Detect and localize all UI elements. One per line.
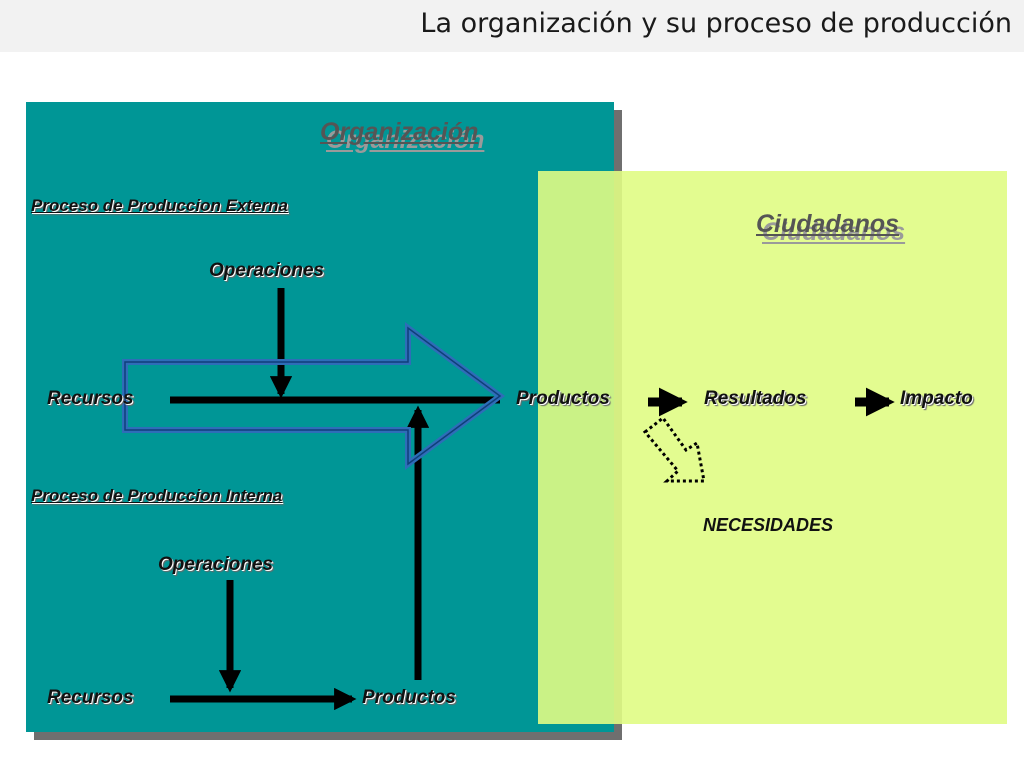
needs-label: NECESIDADES — [703, 515, 834, 535]
title-bar: La organización y su proceso de producci… — [0, 0, 1024, 52]
results-label: Resultados — [704, 388, 807, 409]
citizens-heading: Ciudadanos — [756, 210, 900, 238]
citizens-box — [538, 171, 1007, 724]
external-resources-label: Recursos — [47, 388, 134, 409]
internal-operations-label: Operaciones — [158, 554, 274, 575]
dotted-down-arrow-icon — [642, 415, 706, 483]
impact-label: Impacto — [900, 388, 973, 409]
hollow-right-arrow-icon — [122, 322, 506, 470]
internal-resources-label: Recursos — [47, 687, 134, 708]
internal-process-label: Proceso de Produccion Interna — [31, 486, 283, 505]
external-process-label: Proceso de Produccion Externa — [31, 196, 288, 215]
organization-heading: Organización — [320, 118, 479, 146]
internal-products-label: Productos — [362, 687, 456, 708]
external-products-label: Productos — [516, 388, 610, 409]
slide-title: La organización y su proceso de producci… — [420, 8, 1012, 39]
external-operations-label: Operaciones — [209, 260, 325, 281]
